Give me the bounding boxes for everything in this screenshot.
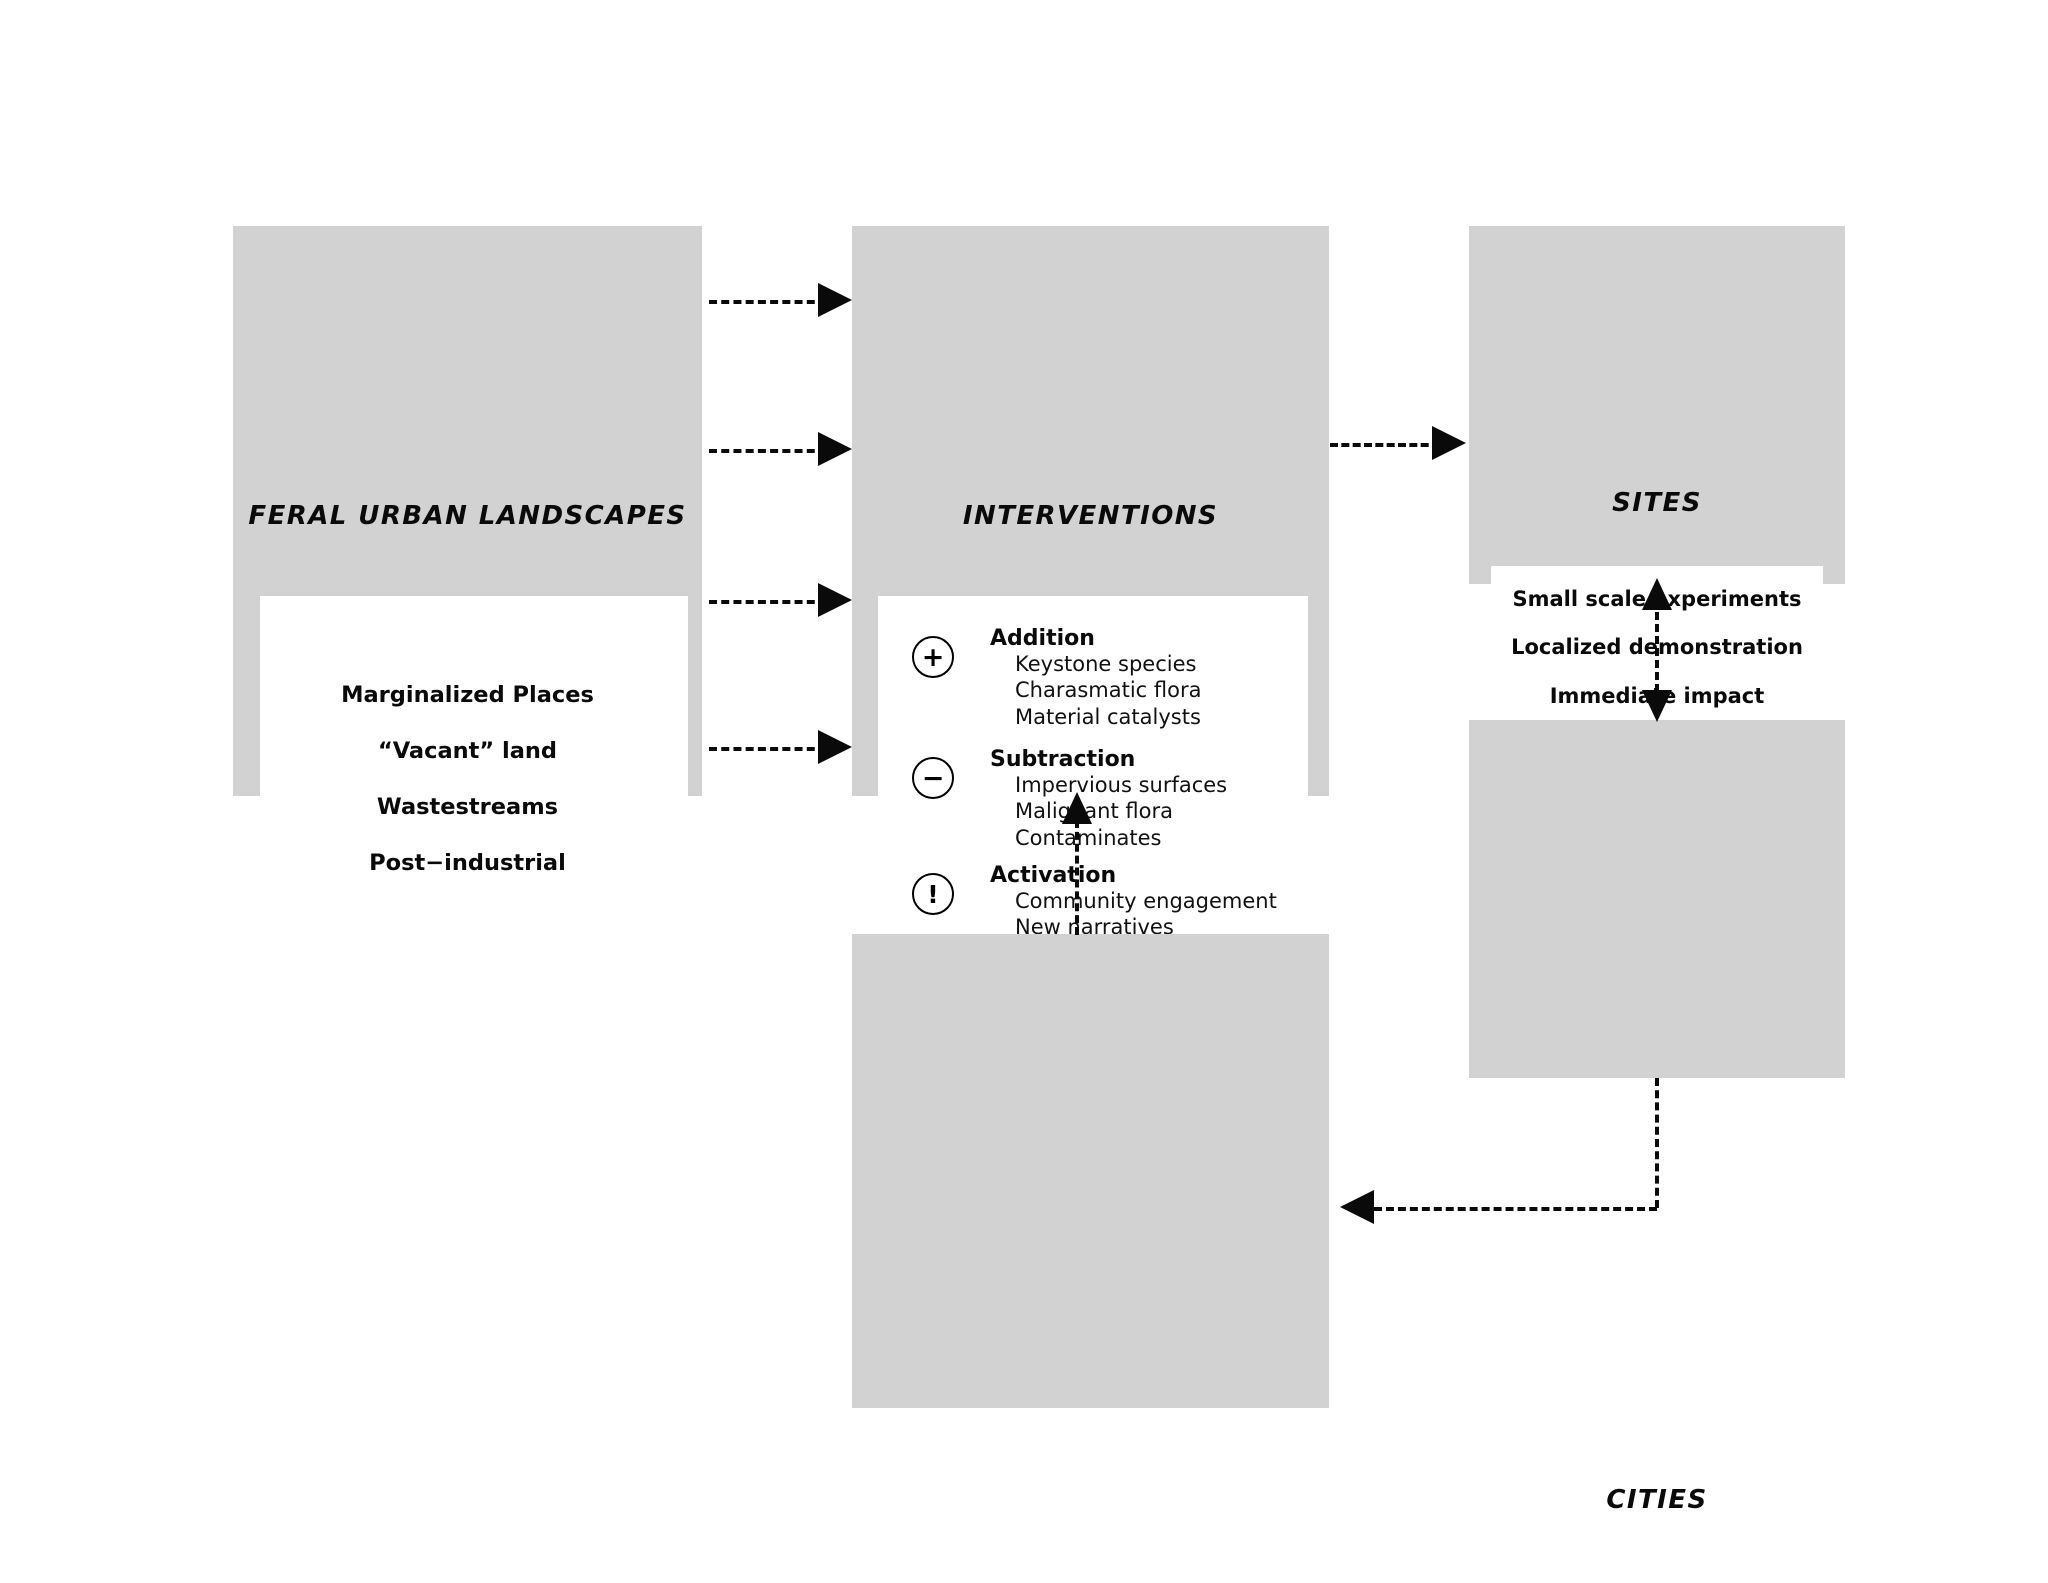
minus-circle-glyph: −: [921, 762, 945, 794]
plus-circle-glyph: +: [921, 641, 945, 673]
panel-cities: CITIES Large−scale strategies for urban …: [1469, 720, 1845, 1583]
panel-assessment: ASSESSMENT Monitoring ecosystem services…: [852, 934, 1329, 1408]
arrowhead-right: [818, 730, 852, 764]
arrowhead-right: [818, 432, 852, 466]
intervention-subitem: Community engagement: [1015, 889, 1277, 913]
connector-interventions-to-sites: [1330, 443, 1440, 447]
feral-item-list: Marginalized Places “Vacant” land Wastes…: [233, 681, 702, 878]
intervention-subitem: Charasmatic flora: [1015, 678, 1202, 703]
intervention-group-addition: + Addition Keystone species Charasmatic …: [912, 626, 1312, 730]
arrowhead-down: [1642, 690, 1672, 722]
connector-cities-to-assessment-vertical: [1655, 1078, 1659, 1208]
plus-circle-icon: +: [912, 636, 954, 678]
intervention-heading: Subtraction: [990, 747, 1136, 772]
exclamation-circle-glyph: !: [927, 879, 939, 909]
panel-cities-title: CITIES: [1606, 1485, 1708, 1515]
panel-interventions: INTERVENTIONS + Addition Keystone specie…: [852, 226, 1329, 996]
connector-assessment-to-interventions: [1075, 820, 1079, 935]
connector-sites-cities: [1655, 600, 1659, 704]
panel-feral-title: FERAL URBAN LANDSCAPES: [248, 501, 687, 531]
panel-feral-urban-landscapes: FERAL URBAN LANDSCAPES Marginalized Plac…: [233, 226, 702, 996]
panel-sites: SITES Small scale experiments Localized …: [1469, 226, 1845, 776]
panel-sites-title: SITES: [1612, 488, 1702, 518]
intervention-subitem: Malignant flora: [1015, 799, 1173, 824]
panel-feral-inner: [260, 596, 688, 996]
intervention-group-subtraction: − Subtraction Impervious surfaces Malign…: [912, 747, 1312, 851]
intervention-heading: Activation: [990, 863, 1117, 888]
feral-item: Marginalized Places: [341, 682, 594, 708]
intervention-subitem: Impervious surfaces: [1015, 773, 1228, 797]
arrowhead-up: [1062, 792, 1092, 824]
feral-item: Wastestreams: [376, 794, 559, 821]
feral-item: “Vacant” land: [377, 738, 558, 765]
intervention-subitem: Keystone species: [1015, 652, 1197, 676]
intervention-subitem: Material catalysts: [1015, 704, 1201, 729]
arrowhead-right: [818, 583, 852, 617]
arrowhead-right: [818, 283, 852, 317]
exclamation-circle-icon: !: [912, 873, 954, 915]
connector-feral-to-interventions-1: [709, 300, 827, 304]
connector-feral-to-interventions-3: [709, 600, 827, 604]
minus-circle-icon: −: [912, 757, 954, 799]
connector-cities-to-assessment-horizontal: [1374, 1207, 1657, 1211]
arrowhead-up: [1642, 578, 1672, 610]
panel-interventions-title: INTERVENTIONS: [962, 501, 1219, 531]
intervention-subitem: Contaminates: [1015, 825, 1162, 850]
panel-cities-inner: [1491, 1548, 1823, 1583]
connector-feral-to-interventions-2: [709, 449, 827, 453]
intervention-heading: Addition: [990, 626, 1095, 651]
arrowhead-right: [1432, 426, 1466, 460]
connector-feral-to-interventions-4: [709, 747, 827, 751]
feral-item: Post−industrial: [369, 850, 566, 877]
arrowhead-left: [1340, 1190, 1374, 1224]
